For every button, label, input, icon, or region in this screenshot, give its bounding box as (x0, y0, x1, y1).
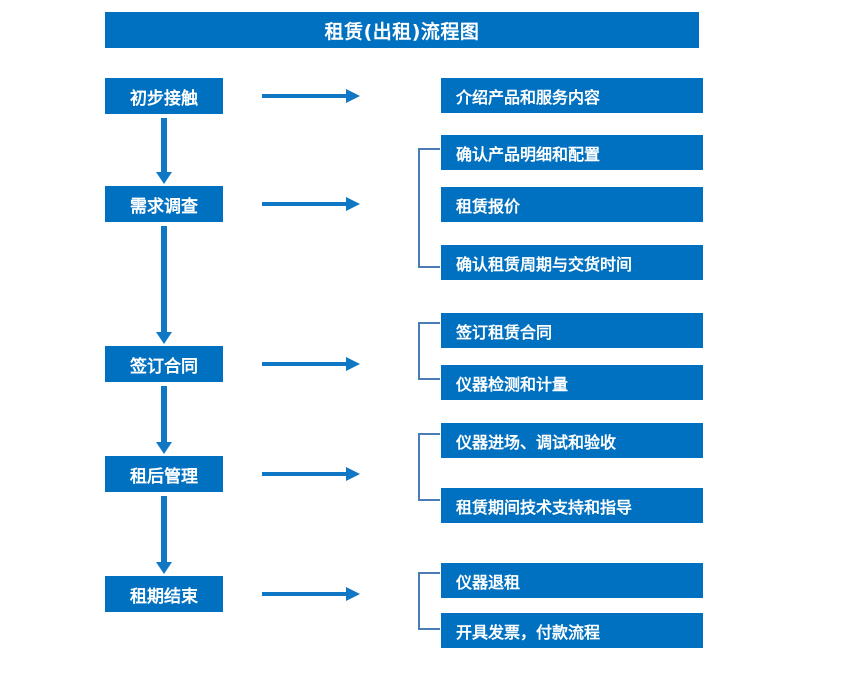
detail-box-确认租赁周期与交货时间[interactable]: 确认租赁周期与交货时间 (441, 245, 703, 280)
down-arrow-icon-stage3-to-stage4 (155, 386, 173, 454)
group-bracket-需求调查 (418, 148, 440, 268)
right-arrow-icon-stage5 (262, 585, 362, 603)
right-arrow-icon-stage4 (262, 465, 362, 483)
detail-box-仪器进场调试和验收[interactable]: 仪器进场、调试和验收 (441, 423, 703, 458)
detail-box-签订租赁合同[interactable]: 签订租赁合同 (441, 313, 703, 348)
down-arrow-icon-stage1-to-stage2 (155, 118, 173, 184)
detail-box-租赁期间技术支持和指导[interactable]: 租赁期间技术支持和指导 (441, 488, 703, 523)
stage-box-需求调查[interactable]: 需求调查 (105, 186, 223, 222)
right-arrow-icon-stage3 (262, 355, 362, 373)
right-arrow-icon-stage1 (262, 87, 362, 105)
group-bracket-租期结束 (418, 572, 440, 630)
stage-box-初步接触[interactable]: 初步接触 (105, 78, 223, 114)
detail-box-租赁报价[interactable]: 租赁报价 (441, 187, 703, 222)
diagram-title: 租赁(出租)流程图 (105, 12, 699, 48)
detail-box-开具发票付款流程[interactable]: 开具发票，付款流程 (441, 613, 703, 648)
group-bracket-签订合同 (418, 322, 440, 380)
down-arrow-icon-stage4-to-stage5 (155, 496, 173, 574)
stage-box-签订合同[interactable]: 签订合同 (105, 346, 223, 382)
stage-box-租期结束[interactable]: 租期结束 (105, 576, 223, 612)
detail-box-仪器检测和计量[interactable]: 仪器检测和计量 (441, 365, 703, 400)
group-bracket-租后管理 (418, 433, 440, 501)
detail-box-确认产品明细和配置[interactable]: 确认产品明细和配置 (441, 135, 703, 170)
stage-box-租后管理[interactable]: 租后管理 (105, 456, 223, 492)
detail-box-仪器退租[interactable]: 仪器退租 (441, 563, 703, 598)
detail-box-介绍产品和服务内容[interactable]: 介绍产品和服务内容 (441, 78, 703, 113)
down-arrow-icon-stage2-to-stage3 (155, 226, 173, 344)
right-arrow-icon-stage2 (262, 195, 362, 213)
